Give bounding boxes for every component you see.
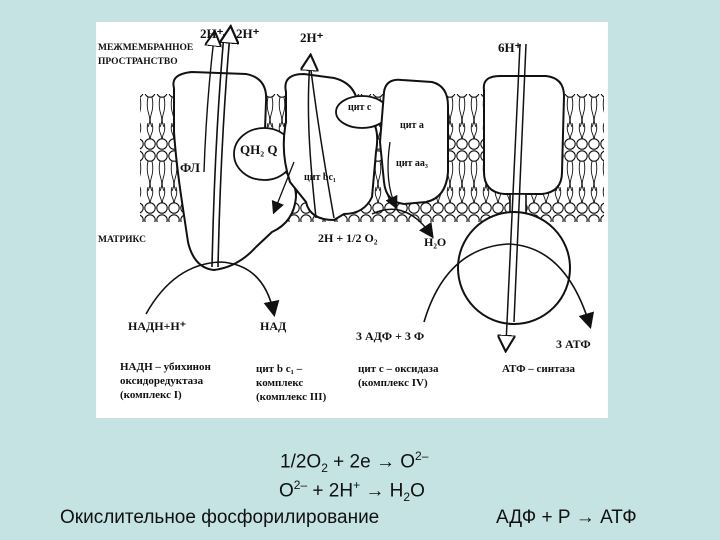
proton-label-6: 6H⁺	[498, 40, 522, 55]
atp-label: 3 АТФ	[556, 337, 591, 351]
complex-i-name-3: (комплекс I)	[120, 389, 182, 401]
proton-label-2: 2H⁺	[236, 26, 260, 41]
equation-water-formation: O2– + 2H+ → H2O	[279, 478, 425, 505]
complex-iii-name-3: (комплекс III)	[256, 391, 327, 403]
atp-synthase-name: АТФ – синтаза	[502, 363, 576, 375]
cyt-a-label: цит a	[400, 120, 424, 131]
matrix-label: МАТРИКС	[98, 235, 146, 245]
cyt-aa3-label: цит aa₃	[396, 158, 428, 169]
atp-synthase-fo	[482, 75, 566, 195]
complex-iv	[378, 78, 449, 206]
nad-label: НАД	[260, 319, 287, 333]
complex-i-name: НАДН – убихинон	[120, 361, 211, 373]
equation-atp-synthesis: АДФ + Р → АТФ	[496, 507, 637, 528]
adp-label: 3 АДФ + 3 Ф	[356, 329, 424, 343]
complex-iv-name-2: (комплекс IV)	[358, 377, 428, 389]
complex-iii-name: цит b c₁ –	[256, 363, 303, 375]
process-title: Окислительное фосфорилирование	[60, 507, 380, 528]
complex-i	[172, 70, 298, 272]
complex-iii-proton-channel	[309, 61, 335, 219]
nadh-to-nad-arrow	[145, 261, 280, 318]
intermembrane-label: МЕЖМЕМБРАННОЕ	[98, 43, 193, 53]
complex-iii-name-2: комплекс	[256, 377, 303, 389]
intermembrane-label-2: ПРОСТРАНСТВО	[98, 57, 178, 67]
oxidative-phosphorylation-diagram: МЕЖМЕМБРАННОЕ ПРОСТРАНСТВО МАТРИКС 2H⁺ 2…	[96, 22, 608, 418]
water-label: H₂O	[424, 235, 446, 249]
qh2-label: QH₂ Q	[240, 142, 277, 157]
nadh-label: НАДН+Н⁺	[128, 319, 186, 333]
complex-i-proton-channel	[211, 33, 225, 268]
atp-synthase-proton-channel	[513, 43, 527, 323]
equation-oxygen-reduction: 1/2O2 + 2e → O2–	[280, 449, 429, 476]
proton-label-1: 2H⁺	[200, 26, 224, 41]
cyt-bc1-label: цит bc₁	[304, 172, 336, 183]
fl-label: ФЛ	[180, 160, 200, 175]
proton-label-3: 2H⁺	[300, 30, 324, 45]
diagram-svg: МЕЖМЕМБРАННОЕ ПРОСТРАНСТВО МАТРИКС 2H⁺ 2…	[98, 22, 604, 403]
complex-iv-name: цит c – оксидаза	[358, 363, 439, 375]
atp-synthase-f1	[457, 211, 571, 325]
cyt-c-label: цит c	[348, 102, 372, 113]
complex-i-name-2: оксидоредуктаза	[120, 375, 204, 387]
oxygen-reaction-label: 2H + 1/2 O₂	[318, 231, 378, 245]
